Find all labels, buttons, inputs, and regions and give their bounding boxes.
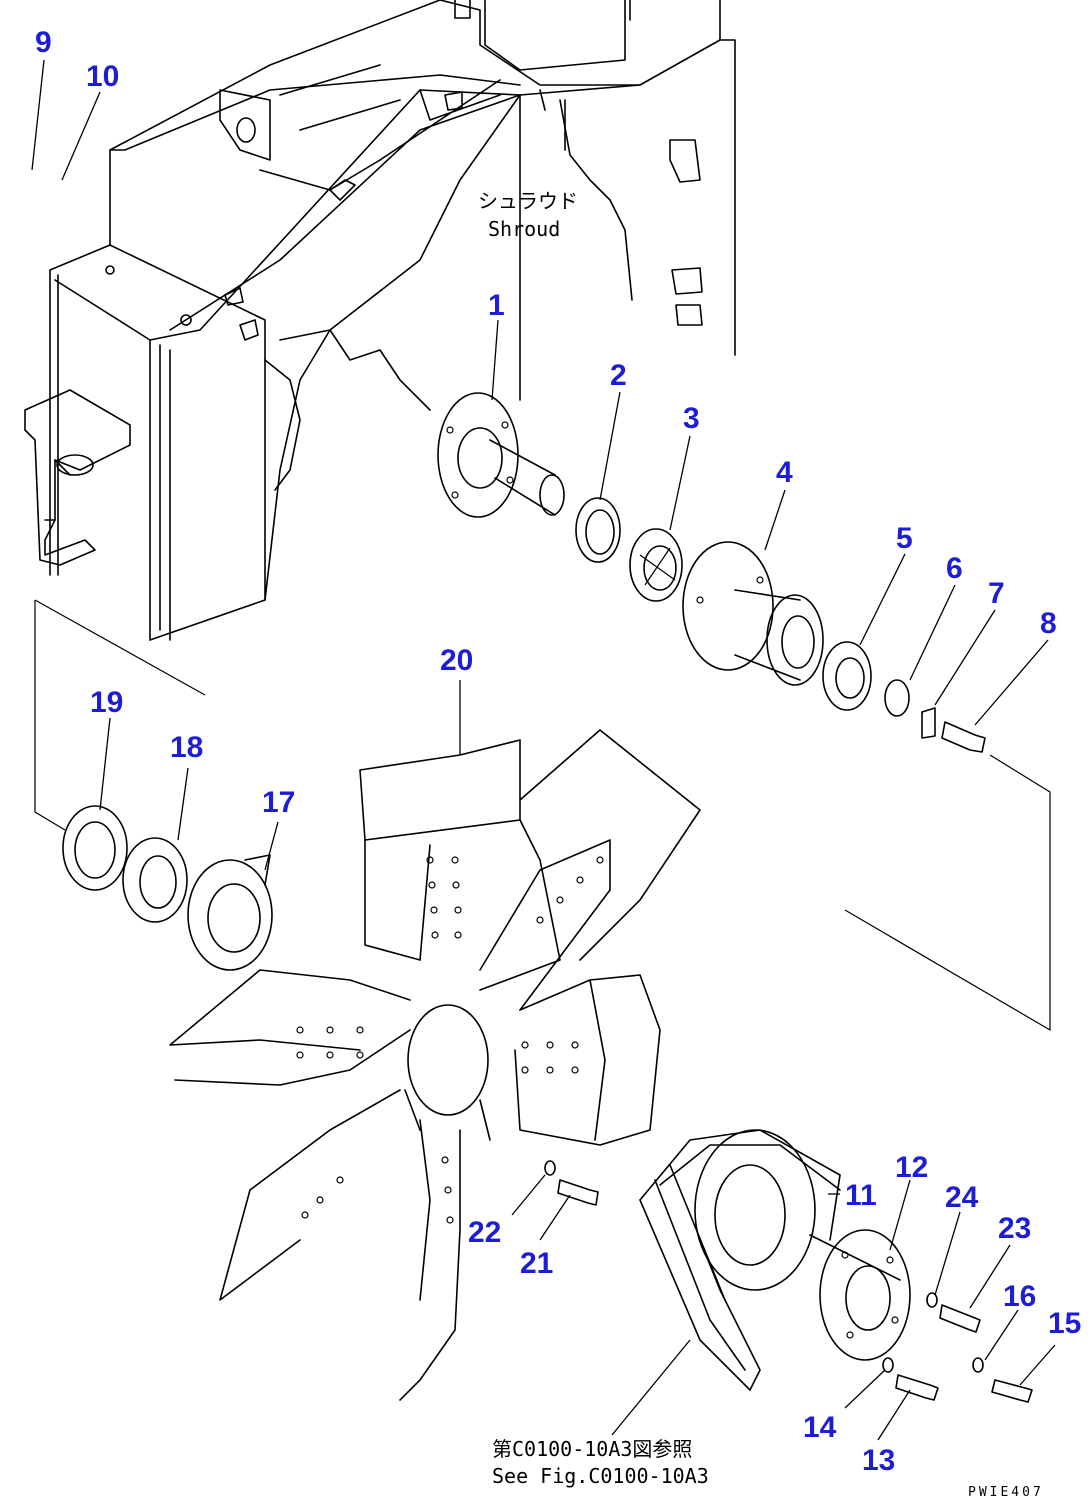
bearing-front (629, 528, 683, 602)
flange-12 (819, 1229, 911, 1361)
callout-15: 15 (1048, 1307, 1081, 1340)
drawing-code: PWIE407 (968, 1485, 1044, 1500)
spacer-19 (62, 805, 128, 891)
callout-7: 7 (988, 577, 1005, 610)
shroud-label-en: Shroud (488, 217, 560, 241)
bolt-8 (941, 721, 986, 753)
hub-shaft (437, 392, 565, 518)
spacer-18 (122, 837, 188, 923)
bearing-rear (822, 641, 872, 711)
fan-holes (296, 856, 604, 1224)
axis-line (844, 754, 1051, 1032)
callout-11: 11 (845, 1179, 877, 1212)
callout-5: 5 (896, 522, 913, 555)
callout-1: 1 (488, 289, 505, 322)
callout-24: 24 (945, 1181, 979, 1214)
callout-14: 14 (803, 1411, 837, 1444)
leader-lines (31, 59, 1056, 1441)
callout-6: 6 (946, 552, 963, 585)
reference-note-jp: 第C0100-10A3図参照 (492, 1437, 692, 1461)
callout-12: 12 (895, 1151, 928, 1184)
callout-17: 17 (262, 786, 295, 819)
washer-16 (972, 1357, 984, 1373)
bolt-15 (991, 1379, 1033, 1403)
bolt-13 (895, 1374, 939, 1401)
shroud (24, 0, 736, 641)
bolt-23 (939, 1304, 981, 1333)
callout-13: 13 (862, 1444, 895, 1477)
washer-24 (926, 1292, 938, 1308)
retainer-plate (884, 679, 910, 717)
callout-8: 8 (1040, 607, 1057, 640)
callout-2: 2 (610, 359, 627, 392)
bolt-21 (557, 1179, 599, 1206)
callout-21: 21 (520, 1247, 553, 1280)
reference-note-en: See Fig.C0100-10A3 (492, 1464, 709, 1488)
washer-22 (544, 1160, 556, 1176)
callout-20: 20 (440, 644, 473, 677)
callout-9: 9 (35, 26, 52, 59)
axis-line-left-2 (34, 600, 66, 831)
callout-4: 4 (776, 456, 793, 489)
callout-19: 19 (90, 686, 123, 719)
bearing-housing (682, 541, 824, 686)
lock-plate (921, 707, 936, 739)
callout-10: 10 (86, 60, 119, 93)
v-belt-and-pulley (639, 1129, 901, 1391)
callout-18: 18 (170, 731, 203, 764)
callout-23: 23 (998, 1212, 1031, 1245)
seal-ring (575, 497, 621, 563)
callout-3: 3 (683, 402, 700, 435)
shroud-label-jp: シュラウド (478, 189, 578, 213)
axis-line-left (34, 599, 206, 696)
fan (169, 729, 701, 1401)
pulley-adapter-17 (187, 854, 273, 971)
callout-16: 16 (1003, 1280, 1036, 1313)
callout-22: 22 (468, 1216, 501, 1249)
washer-14 (882, 1357, 894, 1373)
